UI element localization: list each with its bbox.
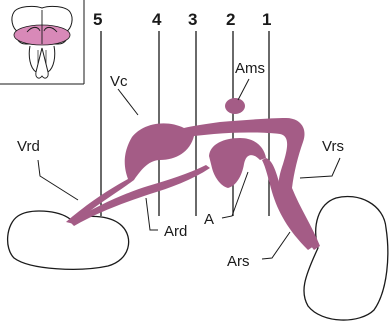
section-number-4: 4 bbox=[152, 10, 162, 29]
label-vc: Vc bbox=[110, 73, 128, 90]
section-number-2: 2 bbox=[226, 10, 235, 29]
label-ams: Ams bbox=[235, 60, 265, 77]
label-ars: Ars bbox=[227, 253, 250, 270]
section-number-3: 3 bbox=[188, 10, 197, 29]
label-ard: Ard bbox=[164, 223, 187, 240]
left-organ-outline bbox=[8, 211, 129, 269]
right-organ-outline bbox=[304, 196, 388, 320]
ard-shape bbox=[70, 165, 210, 226]
ams-shape bbox=[225, 98, 245, 114]
label-vrs: Vrs bbox=[322, 138, 344, 155]
label-vrd: Vrd bbox=[17, 138, 40, 155]
label-a: A bbox=[204, 211, 214, 228]
section-number-1: 1 bbox=[262, 10, 271, 29]
section-number-5: 5 bbox=[93, 10, 102, 29]
a-structure-shape bbox=[209, 138, 266, 188]
brain-thumbnail-icon bbox=[12, 6, 72, 78]
